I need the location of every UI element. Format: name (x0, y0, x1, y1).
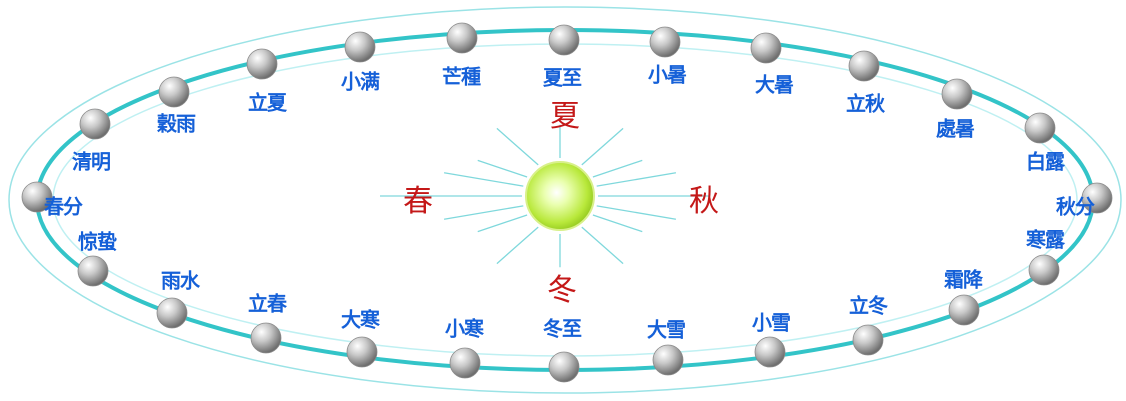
orbit-marker-icon (346, 336, 378, 368)
orbit-marker-icon (548, 351, 580, 383)
sun-icon (525, 161, 595, 231)
sun-ray (581, 127, 624, 166)
sun-rays (380, 124, 710, 268)
season-summer: 夏 (550, 99, 580, 134)
orbit-marker-icon (449, 347, 481, 379)
solar-term-label: 芒種 (442, 64, 481, 89)
solar-term-label: 寒露 (1026, 227, 1065, 252)
solar-term-label: 小寒 (445, 316, 484, 341)
orbit-marker-icon (652, 344, 684, 376)
orbit-marker-icon (79, 108, 111, 140)
solar-term-label: 立春 (248, 291, 287, 316)
sun-ray (596, 205, 677, 220)
outer-halo-ellipse (8, 6, 1122, 394)
orbit-marker-icon (941, 78, 973, 110)
solar-term-label: 立秋 (846, 91, 885, 116)
orbit-marker-icon (246, 48, 278, 80)
solar-term-label: 惊蛰 (78, 229, 117, 254)
season-winter: 冬 (547, 273, 577, 308)
orbit-marker-icon (1081, 182, 1113, 214)
sun-ray (581, 226, 624, 265)
orbit-marker-icon (1028, 254, 1060, 286)
solar-term-label: 夏至 (543, 65, 582, 90)
solar-term-label: 立夏 (248, 90, 287, 115)
solar-term-label: 小暑 (648, 62, 687, 87)
orbit-marker-icon (649, 26, 681, 58)
orbit-marker-icon (21, 181, 53, 213)
sun-ray (496, 127, 539, 166)
solar-term-label: 小满 (341, 69, 380, 94)
orbit-marker-icon (156, 297, 188, 329)
solar-term-label: 穀雨 (157, 111, 196, 136)
sun-ray (477, 214, 528, 233)
sun-ray (592, 214, 643, 233)
sun-ray (496, 226, 539, 265)
solar-term-label: 處暑 (936, 116, 975, 141)
orbit-marker-icon (1024, 112, 1056, 144)
orbit-marker-icon (750, 32, 782, 64)
season-spring: 春 (403, 184, 433, 219)
solar-term-label: 白露 (1026, 149, 1065, 174)
solar-term-label: 冬至 (543, 316, 582, 341)
solar-term-label: 秋分 (1056, 194, 1095, 219)
sun-ray (596, 172, 677, 187)
solar-term-label: 霜降 (944, 267, 983, 292)
solar-term-label: 立冬 (849, 293, 888, 318)
orbit-marker-icon (754, 336, 786, 368)
orbit-marker-icon (250, 322, 282, 354)
solar-term-label: 大雪 (647, 317, 686, 342)
solar-term-label: 清明 (72, 149, 111, 174)
orbit-marker-icon (446, 22, 478, 54)
orbit-marker-icon (848, 50, 880, 82)
solar-term-label: 小雪 (752, 310, 791, 335)
orbit-marker-icon (948, 294, 980, 326)
season-autumn: 秋 (689, 184, 719, 219)
orbit-marker-icon (548, 24, 580, 56)
sun-ray (443, 172, 524, 187)
solar-term-label: 雨水 (161, 268, 200, 293)
orbit-marker-icon (77, 255, 109, 287)
solar-term-label: 春分 (44, 194, 83, 219)
orbit-marker-icon (158, 76, 190, 108)
orbit-markers (21, 22, 1113, 383)
sun-ray (592, 159, 643, 178)
orbit-marker-icon (344, 31, 376, 63)
sun-ray (443, 205, 524, 220)
solar-term-label: 大寒 (341, 307, 380, 332)
sun-ray (477, 159, 528, 178)
solar-term-label: 大暑 (755, 72, 794, 97)
orbit-marker-icon (852, 324, 884, 356)
